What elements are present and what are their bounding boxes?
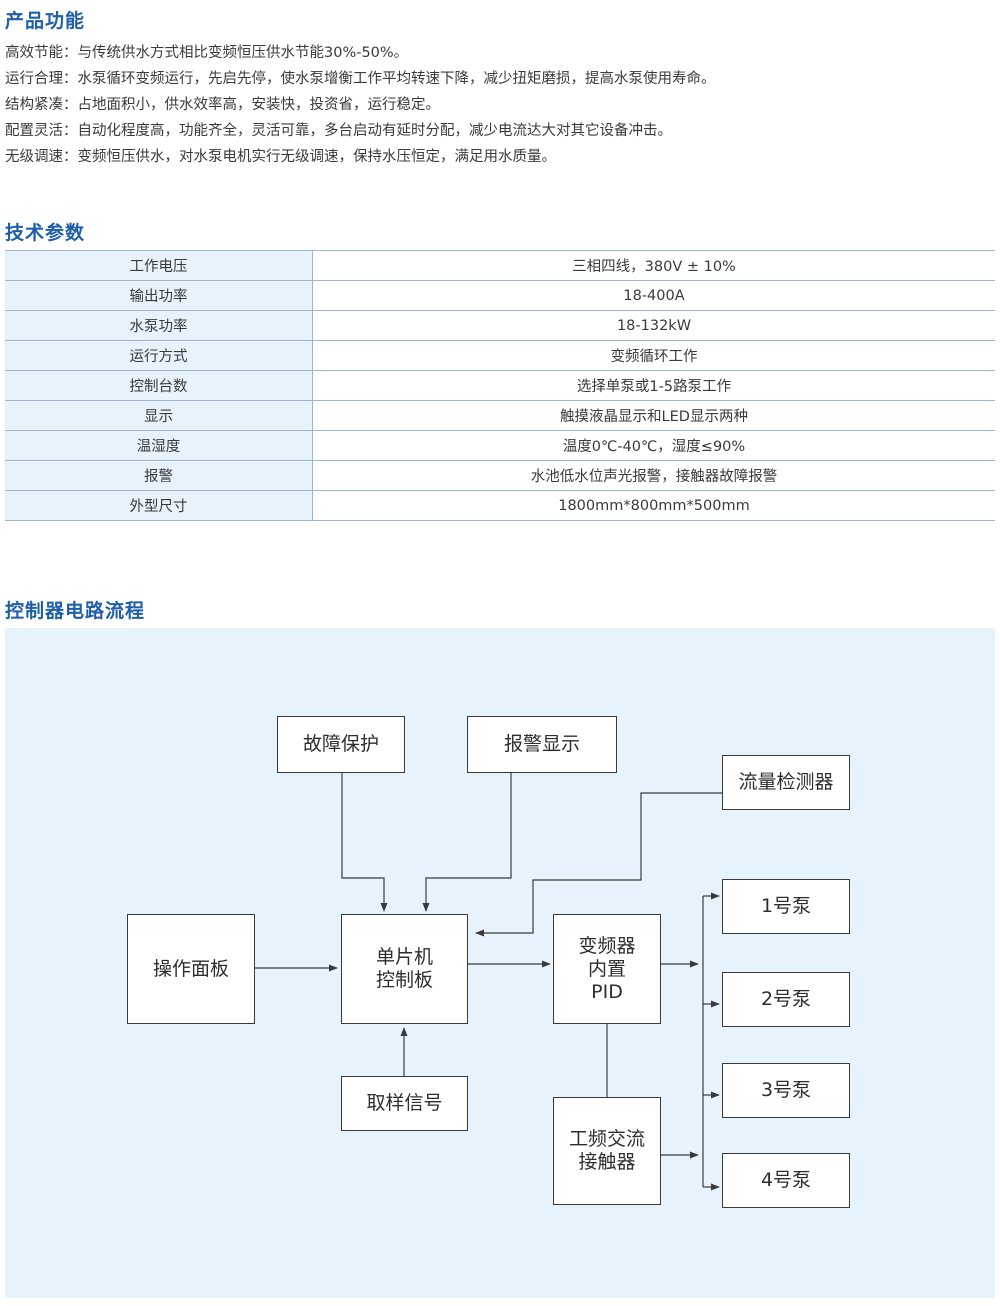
arrow-alarm-to-mcu: [422, 772, 512, 912]
table-row: 控制台数 选择单泵或1-5路泵工作: [5, 370, 995, 401]
spec-key: 温湿度: [5, 430, 313, 461]
contactor-label-line2: 接触器: [578, 1151, 636, 1173]
fault-protection-label: 故障保护: [302, 733, 379, 755]
spec-key: 报警: [5, 460, 313, 491]
flow-detector-label: 流量检测器: [738, 771, 834, 793]
spec-key: 外型尺寸: [5, 490, 313, 521]
spec-value: 水池低水位声光报警，接触器故障报警: [312, 460, 995, 491]
spec-value: 三相四线，380V ± 10%: [312, 250, 995, 281]
pump-3-box: 3号泵: [722, 1063, 850, 1118]
flow-title: 控制器电路流程: [5, 600, 146, 622]
spec-key: 控制台数: [5, 370, 313, 401]
spec-value: 18-400A: [312, 280, 995, 311]
pump-4-label: 4号泵: [760, 1169, 812, 1191]
spec-value: 温度0℃-40℃，湿度≤90%: [312, 430, 995, 461]
pump-2-label: 2号泵: [760, 988, 812, 1010]
table-row: 工作电压 三相四线，380V ± 10%: [5, 250, 995, 281]
mcu-control-board-box: 单片机 控制板: [341, 914, 468, 1024]
vfd-label-line3: PID: [591, 980, 623, 1003]
feature-item-energy: 高效节能：与传统供水方式相比变频恒压供水节能30%-50%。: [5, 45, 409, 61]
vfd-pid-box: 变频器 内置 PID: [553, 914, 661, 1024]
table-row: 显示 触摸液晶显示和LED显示两种: [5, 400, 995, 431]
table-row: 报警 水池低水位声光报警，接触器故障报警: [5, 460, 995, 491]
operation-panel-label: 操作面板: [152, 957, 229, 980]
spec-key: 水泵功率: [5, 310, 313, 341]
spec-value: 选择单泵或1-5路泵工作: [312, 370, 995, 401]
table-row: 温湿度 温度0℃-40℃，湿度≤90%: [5, 430, 995, 461]
spec-key: 显示: [5, 400, 313, 431]
spec-key: 运行方式: [5, 340, 313, 371]
flow-detector-box: 流量检测器: [722, 755, 850, 810]
contactor-label-line1: 工频交流: [568, 1128, 645, 1150]
table-row: 水泵功率 18-132kW: [5, 310, 995, 341]
spec-value: 触摸液晶显示和LED显示两种: [312, 400, 995, 431]
vfd-label-line1: 变频器: [578, 934, 636, 957]
spec-value: 18-132kW: [312, 310, 995, 341]
operation-panel-box: 操作面板: [127, 914, 255, 1024]
pump-4-box: 4号泵: [722, 1153, 850, 1208]
arrow-flow-to-mcu: [475, 792, 722, 937]
spec-value: 1800mm*800mm*500mm: [312, 490, 995, 521]
specs-title: 技术参数: [5, 222, 86, 244]
mcu-label-line1: 单片机: [375, 946, 433, 968]
features-title: 产品功能: [5, 10, 86, 32]
sampling-signal-box: 取样信号: [341, 1076, 468, 1131]
spec-table: 工作电压 三相四线，380V ± 10% 输出功率 18-400A 水泵功率 1…: [5, 250, 995, 521]
mcu-label-line2: 控制板: [375, 969, 433, 991]
spec-key: 工作电压: [5, 250, 313, 281]
feature-item-structure: 结构紧凑：占地面积小，供水效率高，安装快，投资省，运行稳定。: [5, 97, 440, 113]
pump-2-box: 2号泵: [722, 972, 850, 1027]
arrow-fault-to-mcu: [341, 772, 388, 912]
spec-value: 变频循环工作: [312, 340, 995, 371]
vfd-label-line2: 内置: [587, 957, 626, 980]
alarm-display-label: 报警显示: [503, 733, 580, 755]
table-row: 输出功率 18-400A: [5, 280, 995, 311]
fault-protection-box: 故障保护: [277, 716, 405, 773]
feature-item-configuration: 配置灵活：自动化程度高，功能齐全，灵活可靠，多台启动有延时分配，减少电流达大对其…: [5, 123, 672, 139]
alarm-display-box: 报警显示: [467, 716, 617, 773]
table-row: 外型尺寸 1800mm*800mm*500mm: [5, 490, 995, 521]
pump-1-label: 1号泵: [760, 895, 812, 917]
features-list: 高效节能：与传统供水方式相比变频恒压供水节能30%-50%。 运行合理：水泵循环…: [5, 40, 985, 170]
feature-item-operation: 运行合理：水泵循环变频运行，先启先停，使水泵增衡工作平均转速下降，减少扭矩磨损，…: [5, 71, 716, 87]
pump-1-box: 1号泵: [722, 879, 850, 934]
pump-3-label: 3号泵: [760, 1079, 812, 1101]
spec-key: 输出功率: [5, 280, 313, 311]
contactor-box: 工频交流 接触器: [553, 1097, 661, 1205]
feature-item-speed: 无级调速：变频恒压供水，对水泵电机实行无级调速，保持水压恒定，满足用水质量。: [5, 149, 556, 165]
sampling-signal-label: 取样信号: [366, 1092, 443, 1114]
table-row: 运行方式 变频循环工作: [5, 340, 995, 371]
